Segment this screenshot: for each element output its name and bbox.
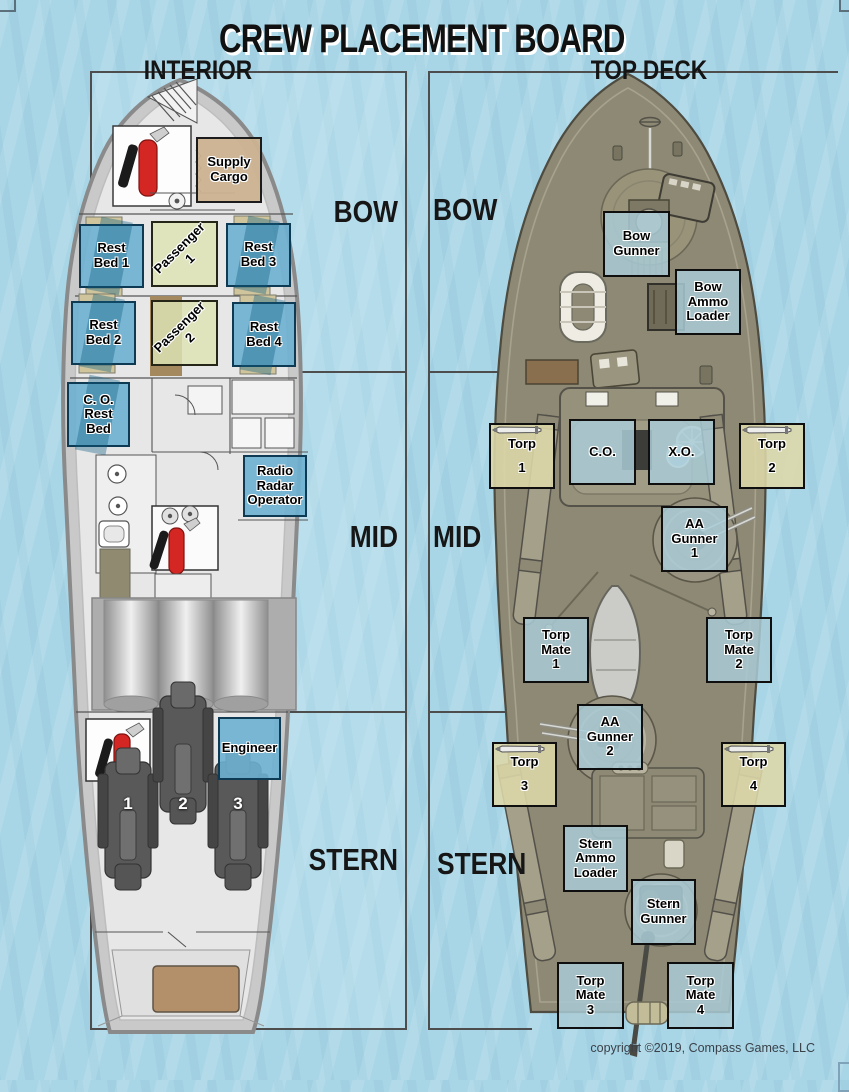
slot-torp-4[interactable]: Torp 4 xyxy=(721,742,786,807)
slot-torp-2[interactable]: Torp 2 xyxy=(739,423,805,489)
top-deck-stern-label: STERN xyxy=(437,846,527,881)
slot-rest-bed-1[interactable]: Rest Bed 1 xyxy=(79,216,144,296)
slot-torp-1[interactable]: Torp 1 xyxy=(489,423,555,489)
engine-3-number: 3 xyxy=(233,794,243,813)
slot-passenger-1[interactable]: Passenger 1 xyxy=(150,220,218,287)
torpedo-icon xyxy=(491,426,542,434)
slot-torp-mate-1[interactable]: Torp Mate 1 xyxy=(523,617,589,683)
slot-rest-bed-3[interactable]: Rest Bed 3 xyxy=(226,215,291,295)
slot-stern-ammo-loader[interactable]: Stern Ammo Loader xyxy=(563,825,628,892)
slot-co-rest-bed[interactable]: C. O. Rest Bed xyxy=(67,374,130,455)
slot-torp-mate-4[interactable]: Torp Mate 4 xyxy=(667,962,734,1029)
interior-mid-label: MID xyxy=(349,519,398,554)
slot-torp-mate-3[interactable]: Torp Mate 3 xyxy=(557,962,624,1029)
engine-2-number: 2 xyxy=(178,794,188,813)
copyright-notice: copyright ©2019, Compass Games, LLC xyxy=(590,1041,815,1055)
cut-mark-top-left xyxy=(0,0,16,12)
top-deck-panel-bottom-border xyxy=(428,1028,532,1030)
slot-supply-cargo[interactable]: Supply Cargo xyxy=(196,137,262,203)
slot-rest-bed-4[interactable]: Rest Bed 4 xyxy=(232,294,296,375)
slot-bow-ammo-loader[interactable]: Bow Ammo Loader xyxy=(675,269,741,335)
slot-engineer[interactable]: Engineer xyxy=(218,717,281,780)
slot-passenger-2[interactable]: Passenger 2 xyxy=(150,299,218,366)
cut-mark-top-right xyxy=(839,0,849,12)
engine-1-number: 1 xyxy=(123,794,133,813)
interior-stern-label: STERN xyxy=(308,842,398,877)
slot-radio-radar-operator[interactable]: Radio Radar Operator xyxy=(243,455,307,517)
slot-xo[interactable]: X.O. xyxy=(648,419,715,485)
slot-stern-gunner[interactable]: Stern Gunner xyxy=(631,879,696,945)
top-deck-mid-label: MID xyxy=(433,519,482,554)
top-deck-bow-label: BOW xyxy=(433,192,498,227)
top-deck-bow-mid-divider xyxy=(428,371,510,373)
top-deck-panel-title: TOP DECK xyxy=(590,55,708,85)
torpedo-icon xyxy=(723,745,774,753)
interior-bow-label: BOW xyxy=(333,194,398,229)
slot-torp-mate-2[interactable]: Torp Mate 2 xyxy=(706,617,772,683)
slot-bow-gunner[interactable]: Bow Gunner xyxy=(603,211,670,277)
slot-aa-gunner-2[interactable]: AA Gunner 2 xyxy=(577,704,643,770)
torpedo-icon xyxy=(494,745,545,753)
slot-torp-3[interactable]: Torp 3 xyxy=(492,742,557,807)
slot-aa-gunner-1[interactable]: AA Gunner 1 xyxy=(661,506,728,572)
slot-co[interactable]: C.O. xyxy=(569,419,636,485)
top-deck-panel-left-border xyxy=(428,71,430,1030)
interior-panel-title: INTERIOR xyxy=(143,55,253,85)
slot-rest-bed-2[interactable]: Rest Bed 2 xyxy=(71,293,136,373)
torpedo-icon xyxy=(741,426,792,434)
page-title: CREW PLACEMENT BOARD xyxy=(219,17,625,61)
top-deck-panel-top-border xyxy=(428,71,838,73)
top-deck-mid-stern-divider xyxy=(428,711,508,713)
